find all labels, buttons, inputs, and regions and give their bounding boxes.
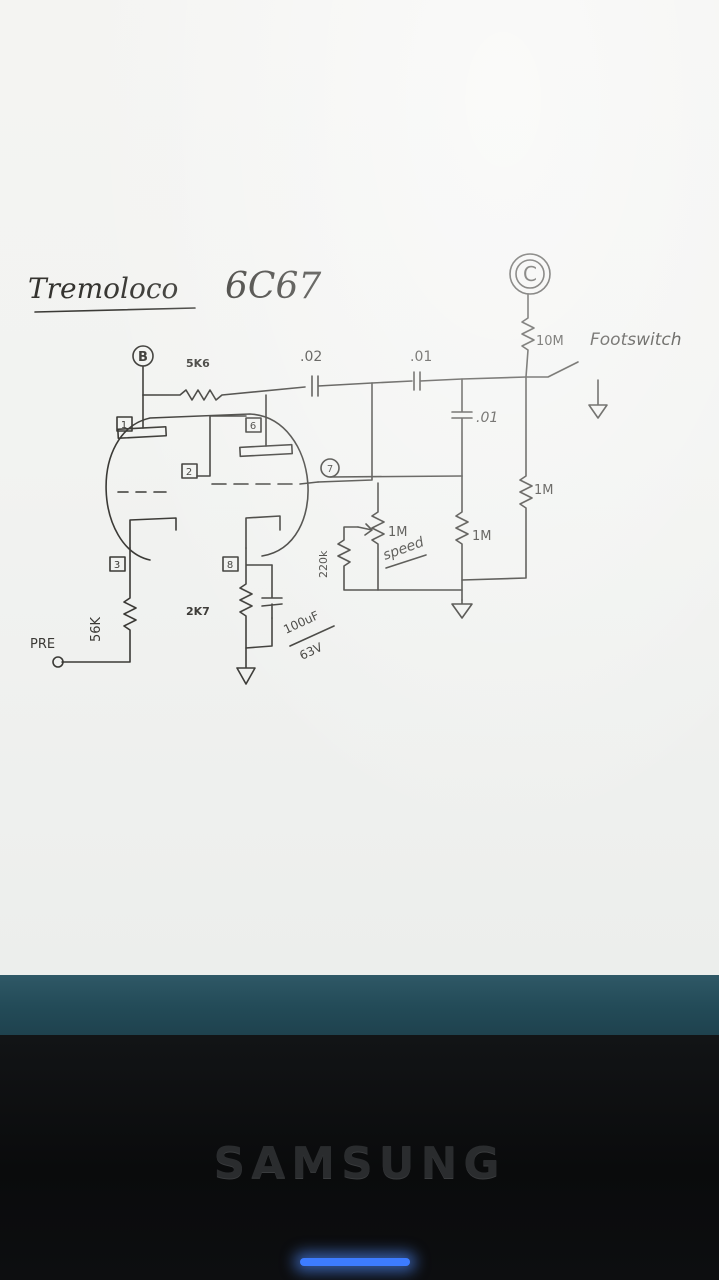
- res-5k6-label: 5K6: [186, 357, 210, 370]
- res-2k7-label: 2K7: [186, 605, 210, 618]
- node-c-label: C: [523, 262, 537, 286]
- res-5k6: [142, 386, 306, 401]
- pin7-label: 7: [327, 464, 333, 475]
- pot-speed: [371, 482, 385, 591]
- footswitch-label: Footswitch: [590, 330, 682, 350]
- monitor-brand-logo: SAMSUNG: [213, 1138, 506, 1189]
- pre-label: PRE: [30, 637, 55, 652]
- screen-edge: [0, 975, 719, 1045]
- pin6-label: 6: [250, 421, 256, 432]
- pot-wiper: [357, 523, 373, 536]
- tremolo-schematic: Tremoloco 6C67 B 5K6 .02 .01 C 10M Foots…: [28, 253, 682, 685]
- cap-02: [311, 375, 373, 397]
- res-10m: [521, 293, 535, 378]
- pin2-label: 2: [186, 467, 192, 478]
- wire-pin7: [329, 475, 463, 478]
- pin8-label: 8: [227, 560, 233, 571]
- cap-01a: [371, 371, 527, 391]
- ground-right: [451, 599, 473, 619]
- grid-2: [211, 481, 319, 485]
- schematic-title: Tremoloco: [28, 272, 178, 305]
- footswitch-ground: [588, 379, 608, 419]
- cap-01a-label: .01: [410, 349, 432, 365]
- tube-envelope: [105, 413, 309, 561]
- cathode-2: [245, 515, 281, 549]
- wire-pin2-to-pin6: [196, 415, 247, 477]
- cathode-1: [129, 517, 177, 549]
- tube-type: 6C67: [225, 266, 321, 307]
- cap-01b-label: .01: [476, 410, 498, 426]
- pot-1m-label: 1M: [388, 525, 408, 540]
- res-56k-label: 56K: [89, 616, 104, 642]
- node-b-label: B: [138, 350, 148, 365]
- res-10m-label: 10M: [536, 334, 564, 349]
- res-1m-right: [461, 376, 533, 581]
- pin3-label: 3: [114, 560, 120, 571]
- footswitch-contact: [525, 361, 579, 378]
- res-1m-a-label: 1M: [534, 483, 554, 498]
- res-1m-ground: [455, 475, 469, 601]
- monitor-screen: Tremoloco 6C67 B 5K6 .02 .01 C 10M Foots…: [0, 0, 719, 995]
- cap-01b: [451, 378, 473, 477]
- res-220k-label: 220k: [317, 550, 330, 578]
- power-led: [300, 1258, 410, 1266]
- monitor-bezel: [0, 1035, 719, 1280]
- cap-100uf: [261, 564, 283, 619]
- res-1m-b-label: 1M: [472, 529, 492, 544]
- cap-63v-label: 63V: [297, 640, 325, 663]
- cap-02-label: .02: [300, 349, 322, 365]
- cap-100uf-label: 100uF: [281, 608, 321, 637]
- ground-left: [236, 647, 256, 685]
- title-underline: [34, 307, 196, 313]
